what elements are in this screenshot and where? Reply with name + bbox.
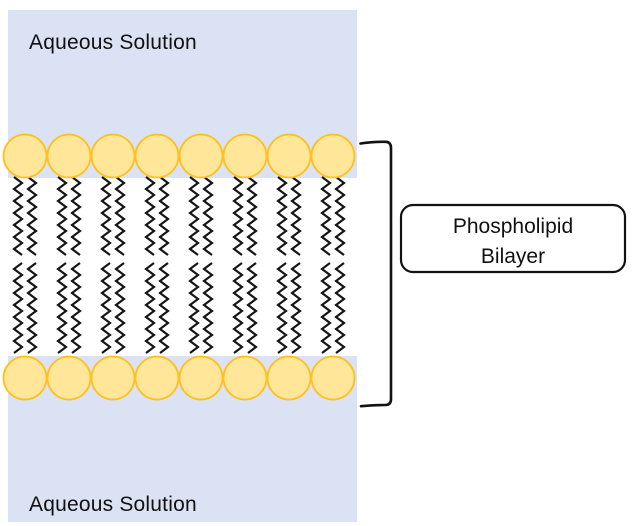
- lipid-tail: [276, 176, 288, 256]
- lipid-head: [310, 133, 356, 179]
- lipid-tail: [158, 176, 170, 256]
- lipid-tails-top: [12, 176, 346, 256]
- lipid-tail: [26, 262, 38, 354]
- lipid-head: [90, 355, 136, 401]
- lipid-tail: [70, 262, 82, 354]
- lipid-head: [266, 355, 312, 401]
- lipid-tail: [246, 176, 258, 256]
- lipid-tail: [144, 262, 156, 354]
- lipid-tail: [334, 176, 346, 256]
- lipid-head: [222, 355, 268, 401]
- lipid-head: [310, 355, 356, 401]
- lipid-tail: [100, 262, 112, 354]
- lipid-tail: [158, 262, 170, 354]
- lipid-head: [90, 133, 136, 179]
- lipid-tail: [334, 262, 346, 354]
- lipid-tail: [232, 262, 244, 354]
- lipid-tail: [114, 262, 126, 354]
- lipid-tail: [246, 262, 258, 354]
- bilayer-bracket: [359, 140, 393, 408]
- lipid-head: [46, 133, 92, 179]
- lipid-head: [2, 133, 48, 179]
- bilayer-label-line2: Bilayer: [481, 245, 545, 268]
- lipid-head: [178, 133, 224, 179]
- lipid-tail: [144, 176, 156, 256]
- lipid-tail: [202, 262, 214, 354]
- lipid-head: [222, 133, 268, 179]
- lipid-tail: [12, 176, 24, 256]
- aqueous-label-top: Aqueous Solution: [29, 31, 197, 54]
- lipid-tail: [56, 262, 68, 354]
- lipid-tails-bottom: [12, 262, 346, 354]
- lipid-head: [134, 355, 180, 401]
- bilayer-label-box: Phospholipid Bilayer: [399, 203, 627, 274]
- lipid-tail: [232, 176, 244, 256]
- lipid-tail: [12, 262, 24, 354]
- lipid-head: [266, 133, 312, 179]
- lipid-tail: [290, 262, 302, 354]
- lipid-heads-top: [2, 133, 356, 179]
- lipid-tail: [188, 262, 200, 354]
- aqueous-label-bottom: Aqueous Solution: [29, 493, 197, 516]
- lipid-tail: [114, 176, 126, 256]
- lipid-head: [178, 355, 224, 401]
- lipid-tail: [202, 176, 214, 256]
- lipid-head: [134, 133, 180, 179]
- lipid-head: [46, 355, 92, 401]
- bilayer-label-box-outline: [399, 203, 627, 274]
- bilayer-label-line1: Phospholipid: [453, 215, 573, 238]
- lipid-head: [2, 355, 48, 401]
- lipid-tail: [320, 262, 332, 354]
- lipid-tail: [56, 176, 68, 256]
- lipid-tail: [290, 176, 302, 256]
- lipid-heads-bottom: [2, 355, 356, 401]
- lipid-tail: [26, 176, 38, 256]
- lipid-tail: [276, 262, 288, 354]
- lipid-tail: [100, 176, 112, 256]
- lipid-tail: [320, 176, 332, 256]
- lipid-tail: [188, 176, 200, 256]
- lipid-tail: [70, 176, 82, 256]
